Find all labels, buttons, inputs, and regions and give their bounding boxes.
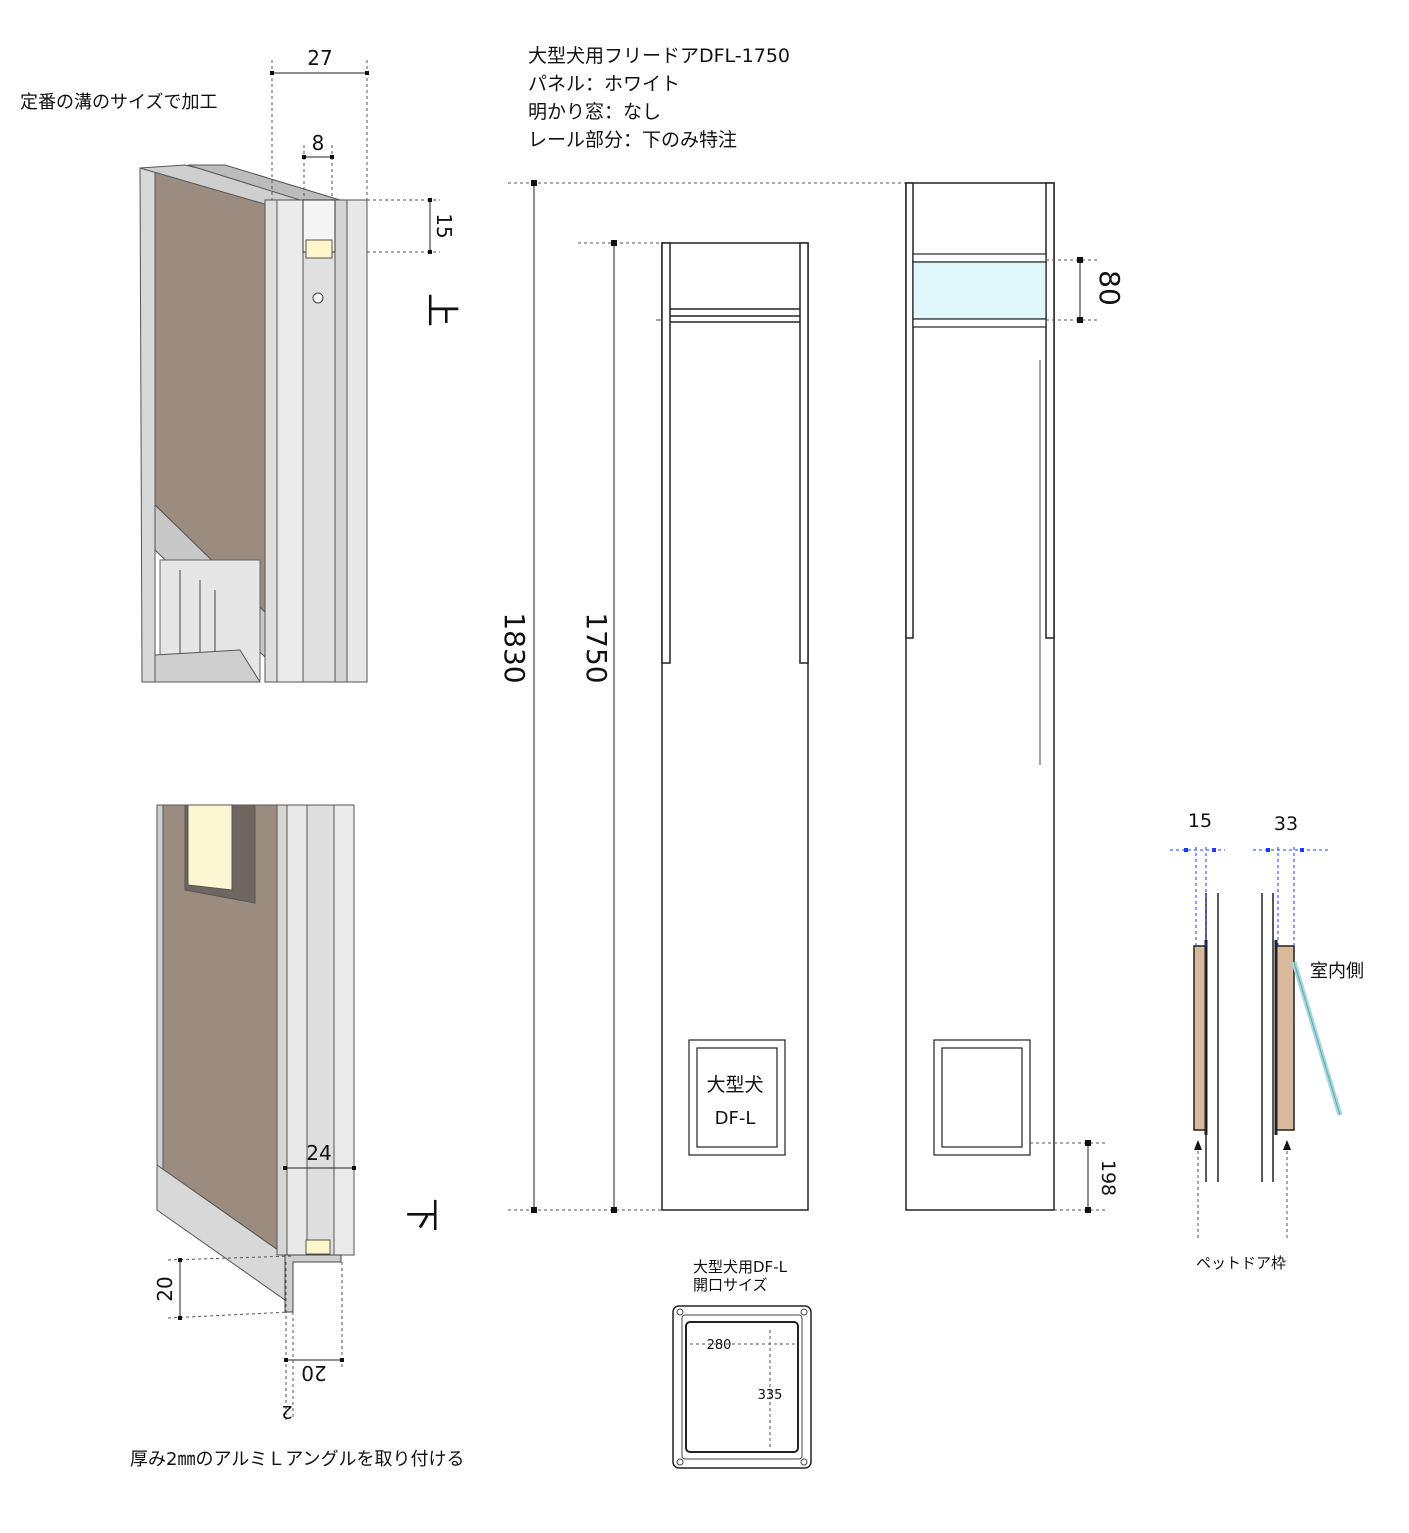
transom-glass [912,261,1047,320]
bottom-label: 下 [401,1198,441,1232]
dim-opening-width: 280 [707,1338,732,1353]
bottom-section-detail: 24 20 20 2 下 [153,804,441,1422]
angle-note: 厚み2㎜のアルミＬアングルを取り付ける [130,1449,465,1470]
dim-angle-width: 20 [301,1361,326,1385]
flap-label-2: DF-L [715,1108,756,1129]
indoor-label: 室内側 [1310,961,1364,982]
dim-rail-width: 24 [306,1141,331,1165]
section-detail: 15 33 室内側 ペットドア枠 [1170,810,1364,1272]
dim-door-height: 1750 [580,612,613,683]
spec-line-1: 大型犬用フリードアDFL-1750 [528,45,790,67]
overall-dimensions: 1830 1750 [498,180,912,1213]
dim-section-b: 33 [1274,813,1298,835]
dim-groove-depth: 15 [432,213,456,238]
dim-section-a: 15 [1188,810,1212,832]
dim-groove-width: 27 [307,46,332,70]
frame-label: ペットドア枠 [1196,1254,1286,1272]
opening-title-1: 大型犬用DF-L [693,1258,788,1276]
dim-opening-height: 335 [758,1388,783,1403]
opening-size-detail: 大型犬用DF-L 開口サイズ 280 335 [672,1258,812,1469]
spec-line-4: レール部分：下のみ特注 [528,129,737,151]
dim-transom-height: 80 [1093,270,1126,306]
dim-groove-inner: 8 [312,131,325,155]
flap-label-1: 大型犬 [706,1074,763,1096]
groove-note: 定番の溝のサイズで加工 [20,92,217,113]
door-elevation-left: 大型犬 DF-L [656,242,809,1211]
dim-angle-height: 20 [153,1276,177,1301]
top-label: 上 [421,293,461,327]
dim-angle-thickness: 2 [281,1401,292,1422]
door-elevation-right: 80 198 [905,182,1126,1213]
opening-title-2: 開口サイズ [693,1276,768,1294]
spec-line-2: パネル：ホワイト [528,73,680,95]
dim-flap-offset: 198 [1097,1160,1119,1196]
top-section-detail: 27 8 15 上 [139,46,461,683]
dim-overall-height: 1830 [498,612,531,683]
spec-line-3: 明かり窓：なし [528,101,661,123]
